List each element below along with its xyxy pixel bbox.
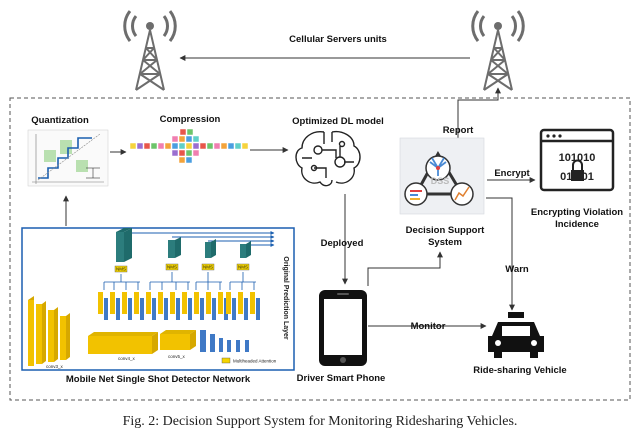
compression-cell [192, 135, 200, 143]
side-prediction-label: Original Prediction Layer [282, 256, 289, 340]
warn-label: Warn [505, 264, 529, 275]
smartphone-icon [319, 290, 367, 366]
binary-line-1: 101010 [559, 152, 596, 164]
compression-cell [192, 149, 200, 157]
compression-grid [129, 128, 249, 164]
feature-block [206, 292, 211, 314]
compression-cell [241, 142, 249, 150]
compression-cell [171, 135, 179, 143]
feature-block [164, 298, 168, 320]
taxi-icon [488, 312, 544, 358]
nms-label: NMS [167, 265, 177, 270]
encrypting-label-line2: Incidence [555, 219, 599, 230]
feature-block [194, 292, 199, 314]
compression-cell [185, 135, 193, 143]
cellular-servers-label: Cellular Servers units [289, 34, 387, 45]
compression-cell [143, 142, 151, 150]
compression-cell [227, 142, 235, 150]
system-frame [9, 97, 631, 401]
encrypt-label: Encrypt [494, 168, 530, 179]
compression-cell [234, 142, 242, 150]
compression-cell [136, 142, 144, 150]
feature-block [182, 292, 187, 314]
compression-cell [185, 149, 193, 157]
compression-cell [185, 156, 193, 164]
feature-block [232, 298, 236, 320]
feature-block [250, 292, 255, 314]
feature-block [152, 298, 156, 320]
feature-block [188, 298, 192, 320]
feature-block [122, 292, 127, 314]
compression-cell [185, 142, 193, 150]
mobilenet-ssd-diagram: Original Prediction Layer NMS NMS NMS NM… [21, 195, 295, 371]
radio-tower-icon [123, 10, 177, 91]
deployed-label: Deployed [321, 238, 364, 249]
feature-block [238, 292, 243, 314]
network-label: Mobile Net Single Shot Detector Network [66, 374, 251, 385]
compression-cell [129, 142, 137, 150]
feature-block [212, 298, 216, 320]
brain-circuit-icon [295, 130, 361, 187]
dl-model-label: Optimized DL model [292, 116, 384, 127]
attention-legend: Multiheaded Attention [233, 359, 277, 364]
feature-block [146, 292, 151, 314]
feature-block [226, 292, 231, 314]
feature-block [170, 292, 175, 314]
compression-cell [199, 142, 207, 150]
compression-cell [213, 142, 221, 150]
feature-block [176, 298, 180, 320]
compression-cell [178, 135, 186, 143]
conv4-label: conv4_x [118, 356, 136, 361]
quantization-label: Quantization [31, 115, 89, 126]
compression-cell [178, 156, 186, 164]
compression-cell [220, 142, 228, 150]
feature-block [218, 292, 223, 314]
nms-label: NMS [116, 267, 126, 272]
figure-caption: Fig. 2: Decision Support System for Moni… [122, 414, 518, 429]
dss-network-icon: DSS [399, 137, 485, 215]
radio-tower-icon [471, 10, 525, 91]
feature-block [256, 298, 260, 320]
dss-label-line2: System [428, 237, 462, 248]
conv3-label: conv3_x [46, 364, 64, 369]
report-label: Report [443, 125, 474, 136]
compression-cell [206, 142, 214, 150]
compression-cell [186, 128, 194, 136]
monitor-label: Monitor [411, 321, 446, 332]
encrypted-window-icon: 101010 01 001 [539, 128, 615, 192]
dss-label-line1: Decision Support [406, 225, 485, 236]
compression-cell [150, 142, 158, 150]
report-arrow [457, 87, 501, 138]
nms-label: NMS [203, 265, 213, 270]
ride-vehicle-label: Ride-sharing Vehicle [473, 365, 566, 376]
conv5-label: conv5_x [168, 354, 186, 359]
feature-block [110, 292, 115, 314]
feature-block [200, 298, 204, 320]
compression-cell [164, 142, 172, 150]
warn-arrow [486, 197, 515, 311]
feature-block [244, 298, 248, 320]
compression-cell [192, 142, 200, 150]
phone-to-dss-arrow [367, 251, 443, 286]
feature-block [158, 292, 163, 314]
compression-cell [171, 142, 179, 150]
compression-cell [178, 142, 186, 150]
compression-cell [178, 149, 186, 157]
feature-block [134, 292, 139, 314]
feature-block [98, 292, 103, 314]
nms-label: NMS [238, 265, 248, 270]
compression-label: Compression [160, 114, 221, 125]
compression-cell [171, 149, 179, 157]
compression-cell [179, 128, 187, 136]
feature-block [116, 298, 120, 320]
encrypting-label-line1: Encrypting Violation [531, 207, 623, 218]
feature-block [140, 298, 144, 320]
dss-center-label: DSS [431, 176, 450, 186]
feature-block [104, 298, 108, 320]
feature-block [128, 298, 132, 320]
compression-cell [157, 142, 165, 150]
quantization-graph [27, 129, 109, 187]
driver-phone-label: Driver Smart Phone [297, 373, 386, 384]
